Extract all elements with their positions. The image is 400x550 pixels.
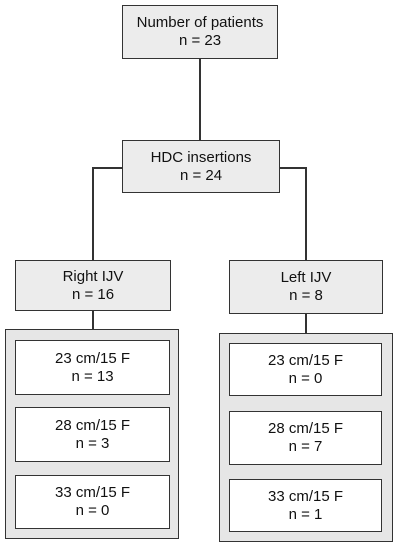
right-item-2-label: 28 cm/15 F	[54, 416, 131, 434]
connector-insertions-left-horizontal	[92, 167, 122, 169]
left-ijv-count: n = 8	[289, 287, 323, 304]
left-ijv-title: Left IJV	[280, 269, 332, 286]
right-ijv-count: n = 16	[71, 285, 115, 303]
patients-title: Number of patients	[136, 14, 264, 31]
left-ijv-box: Left IJV n = 8	[229, 260, 383, 314]
right-item-2: 28 cm/15 F n = 3	[15, 407, 170, 462]
right-item-1-count: n = 13	[71, 367, 114, 385]
left-item-3: 33 cm/15 F n = 1	[229, 479, 382, 532]
insertions-box: HDC insertions n = 24	[122, 140, 280, 193]
connector-to-right-ijv	[92, 167, 94, 261]
right-item-2-count: n = 3	[75, 434, 110, 452]
right-ijv-title: Right IJV	[62, 267, 124, 285]
patients-count: n = 23	[178, 32, 222, 49]
patients-box: Number of patients n = 23	[122, 5, 278, 59]
left-item-1: 23 cm/15 F n = 0	[229, 343, 382, 396]
left-item-2-label: 28 cm/15 F	[267, 420, 344, 437]
connector-patients-insertions	[199, 59, 201, 140]
left-item-3-count: n = 1	[288, 505, 323, 523]
right-item-1: 23 cm/15 F n = 13	[15, 340, 170, 395]
connector-right-ijv-group	[92, 310, 94, 330]
left-item-1-label: 23 cm/15 F	[267, 351, 344, 369]
right-item-1-label: 23 cm/15 F	[54, 349, 131, 367]
right-ijv-box: Right IJV n = 16	[15, 260, 171, 311]
insertions-title: HDC insertions	[150, 148, 252, 166]
left-item-2-count: n = 7	[288, 438, 323, 455]
right-item-3-label: 33 cm/15 F	[54, 484, 131, 501]
right-item-3-count: n = 0	[75, 502, 110, 519]
connector-insertions-right-horizontal	[280, 167, 306, 169]
left-item-1-count: n = 0	[288, 369, 323, 387]
connector-to-left-ijv	[305, 167, 307, 261]
left-item-2: 28 cm/15 F n = 7	[229, 411, 382, 465]
insertions-count: n = 24	[179, 166, 223, 184]
left-item-3-label: 33 cm/15 F	[267, 487, 344, 505]
right-item-3: 33 cm/15 F n = 0	[15, 475, 170, 529]
connector-left-ijv-group	[305, 313, 307, 334]
